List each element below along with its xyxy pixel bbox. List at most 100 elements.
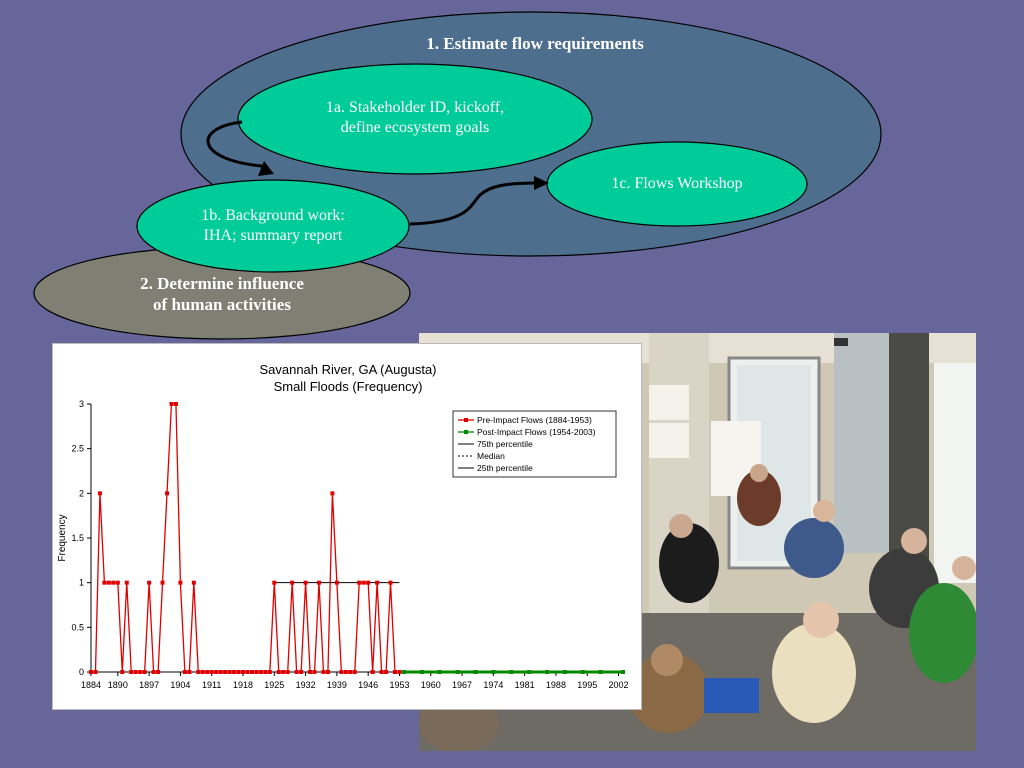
chart-subtitle: Small Floods (Frequency) (273, 379, 423, 394)
x-tick-label: 1890 (108, 680, 128, 690)
data-point (334, 580, 339, 585)
data-point (169, 402, 174, 406)
data-point (133, 670, 138, 674)
x-tick-label: 1897 (139, 680, 159, 690)
x-tick-label: 1904 (170, 680, 190, 690)
data-point (294, 670, 299, 674)
data-point (580, 670, 585, 674)
data-point (156, 670, 161, 674)
step1a-ellipse[interactable] (237, 63, 593, 175)
x-tick-label: 1925 (264, 680, 284, 690)
x-tick-label: 1918 (233, 680, 253, 690)
data-point (254, 670, 259, 674)
data-point (397, 670, 402, 674)
data-point (339, 670, 344, 674)
data-point (303, 580, 308, 585)
data-point (317, 580, 321, 585)
data-point (379, 670, 384, 674)
data-point (241, 670, 245, 674)
step1b-line2: IHA; summary report (203, 227, 343, 244)
data-point (236, 670, 241, 674)
data-point (232, 670, 237, 674)
data-point (366, 580, 371, 585)
data-point (142, 670, 147, 674)
data-point (160, 580, 165, 585)
y-tick-label: 1.5 (71, 533, 84, 543)
data-point (281, 670, 286, 674)
data-point (325, 670, 330, 674)
data-point (455, 670, 460, 674)
step1b-ellipse[interactable] (136, 179, 410, 273)
y-tick-label: 3 (79, 399, 84, 409)
data-point (361, 580, 366, 585)
data-point (200, 670, 205, 674)
data-point (223, 670, 228, 674)
data-point (258, 670, 263, 674)
legend-box (452, 410, 617, 478)
data-point (267, 670, 272, 674)
data-point (299, 670, 304, 674)
data-point (214, 670, 219, 674)
chart-panel: Savannah River, GA (Augusta) Small Flood… (52, 343, 642, 710)
step2-label: 2. Determine influence of human activiti… (82, 273, 362, 316)
data-point (527, 670, 532, 674)
data-point (120, 670, 125, 674)
data-point (312, 670, 317, 674)
data-point (187, 670, 192, 674)
step1-title: 1. Estimate flow requirements (426, 34, 644, 53)
data-point (598, 670, 603, 674)
x-tick-label: 1995 (577, 680, 597, 690)
data-point (196, 670, 201, 674)
x-tick-label: 1946 (358, 680, 378, 690)
data-point (290, 580, 295, 585)
x-tick-label: 1967 (452, 680, 472, 690)
data-point (562, 670, 567, 674)
data-point (124, 580, 129, 585)
x-tick-label: 1953 (389, 680, 409, 690)
data-point (437, 670, 442, 674)
legend-entry: Pre-Impact Flows (1884-1953) (477, 415, 592, 425)
data-point (352, 670, 357, 674)
y-tick-label: 0.5 (71, 622, 84, 632)
y-tick-label: 0 (79, 667, 84, 677)
arrowhead-1c-icon (534, 176, 549, 190)
x-tick-label: 1939 (327, 680, 347, 690)
step2-line1: 2. Determine influence (140, 274, 304, 293)
data-point (272, 580, 277, 585)
data-point (205, 670, 210, 674)
data-point (245, 670, 250, 674)
legend-entry: 25th percentile (477, 463, 533, 473)
x-tick-label: 2002 (609, 680, 629, 690)
x-tick-label: 1960 (421, 680, 441, 690)
step1b-label: 1b. Background work: IHA; summary report (160, 206, 386, 246)
data-point (384, 670, 389, 674)
step1c-ellipse[interactable] (546, 141, 808, 227)
data-point (173, 402, 178, 406)
legend-entry: 75th percentile (477, 439, 533, 449)
data-point (89, 670, 93, 674)
data-point (165, 491, 169, 496)
y-tick-label: 2 (79, 488, 84, 498)
data-point (491, 670, 496, 674)
y-tick-label: 1 (79, 578, 84, 588)
x-tick-label: 1988 (546, 680, 566, 690)
legend-marker (464, 430, 468, 434)
data-point (227, 670, 232, 674)
data-point (621, 670, 625, 674)
data-point (473, 670, 478, 674)
data-point (102, 580, 107, 585)
data-point (151, 670, 156, 674)
data-point (191, 580, 196, 585)
data-point (348, 670, 353, 674)
data-point (93, 670, 98, 674)
arrowhead-1b-icon (258, 161, 274, 176)
data-point (343, 670, 348, 674)
step1b-line1: 1b. Background work: (201, 207, 345, 224)
data-point (370, 670, 375, 674)
arrow-1b-to-1c (409, 181, 539, 226)
series-line-1 (91, 403, 400, 673)
data-point (138, 670, 143, 674)
data-point (545, 670, 549, 674)
data-point (249, 670, 254, 674)
